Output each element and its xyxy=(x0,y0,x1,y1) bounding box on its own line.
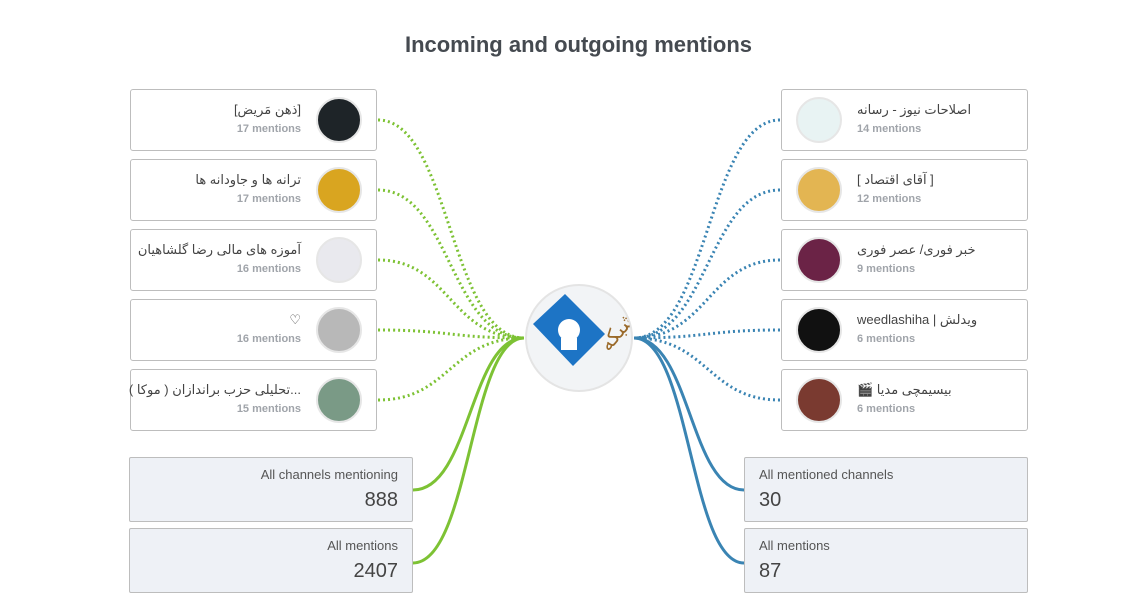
channel-name[interactable]: ♡ xyxy=(289,312,301,327)
stat-all-mentioned-channels: All mentioned channels 30 xyxy=(744,457,1028,522)
channel-avatar xyxy=(316,377,362,423)
stat-value: 87 xyxy=(759,560,782,582)
outgoing-connector xyxy=(633,328,781,340)
channel-name[interactable]: ترانه ها و جاودانه ها xyxy=(195,172,301,187)
incoming-channel-card[interactable]: ترانه ها و جاودانه ها 17 mentions xyxy=(130,159,377,221)
mention-count: 17 mentions xyxy=(236,193,301,205)
stat-label: All channels mentioning xyxy=(260,467,398,482)
mention-count: 6 mentions xyxy=(857,403,916,415)
channel-name[interactable]: اصلاحات نیوز - رسانه xyxy=(857,102,972,117)
incoming-connector xyxy=(377,336,525,402)
stat-all-outgoing-mentions: All mentions 87 xyxy=(744,528,1028,593)
channel-name[interactable]: آموزه های مالی رضا گلشاهیان xyxy=(137,242,301,257)
channel-avatar xyxy=(796,97,842,143)
outgoing-channel-card[interactable]: اصلاحات نیوز - رسانه 14 mentions xyxy=(781,89,1028,151)
mention-count: 12 mentions xyxy=(857,193,922,205)
channel-name[interactable]: [ آقای اقتصاد ] xyxy=(857,172,934,187)
outgoing-channel-card[interactable]: بیسیمچی مدیا 🎬 6 mentions xyxy=(781,369,1028,431)
outgoing-connector xyxy=(633,188,781,340)
stat-all-incoming-mentions: All mentions 2407 xyxy=(129,528,413,593)
channel-avatar xyxy=(796,307,842,353)
mention-count: 16 mentions xyxy=(236,263,301,275)
incoming-channel-card[interactable]: [ذهن مَریض] 17 mentions xyxy=(130,89,377,151)
incoming-channel-card[interactable]: ...تحلیلی حزب براندازان ( موکا ) 15 ment… xyxy=(128,369,377,431)
stat-all-channels-mentioning: All channels mentioning 888 xyxy=(129,457,413,522)
channel-avatar xyxy=(316,307,362,353)
channel-name[interactable]: ویدلش | weedlashiha xyxy=(857,312,978,327)
channel-name[interactable]: ...تحلیلی حزب براندازان ( موکا ) xyxy=(128,382,301,397)
outgoing-connector xyxy=(633,118,781,340)
channel-name[interactable]: بیسیمچی مدیا 🎬 xyxy=(857,382,952,397)
incoming-connector xyxy=(377,118,525,340)
channel-avatar xyxy=(316,167,362,213)
incoming-connector xyxy=(377,188,525,340)
channel-avatar xyxy=(796,237,842,283)
stat-value: 2407 xyxy=(353,560,399,582)
channel-avatar xyxy=(316,97,362,143)
channel-avatar xyxy=(796,167,842,213)
outgoing-channel-card[interactable]: [ آقای اقتصاد ] 12 mentions xyxy=(781,159,1028,221)
outgoing-connector xyxy=(633,336,781,402)
incoming-stat-connector xyxy=(412,336,525,492)
incoming-channel-card[interactable]: آموزه های مالی رضا گلشاهیان 16 mentions xyxy=(130,229,377,291)
incoming-connector xyxy=(377,258,525,340)
outgoing-stat-connector xyxy=(633,336,745,565)
stat-value: 30 xyxy=(759,489,782,511)
outgoing-channel-card[interactable]: خبر فوری/ عصر فوری 9 mentions xyxy=(781,229,1028,291)
channel-logo-icon: شبکه xyxy=(533,294,631,366)
outgoing-channel-card[interactable]: ویدلش | weedlashiha 6 mentions xyxy=(781,299,1028,361)
mention-count: 9 mentions xyxy=(857,263,916,275)
mention-count: 17 mentions xyxy=(236,123,301,135)
outgoing-stat-connector xyxy=(633,336,745,492)
channel-name[interactable]: [ذهن مَریض] xyxy=(233,102,301,117)
channel-name[interactable]: خبر فوری/ عصر فوری xyxy=(857,242,976,257)
mention-count: 16 mentions xyxy=(236,333,301,345)
channel-avatar xyxy=(796,377,842,423)
stat-label: All mentions xyxy=(327,538,398,553)
stat-value: 888 xyxy=(364,489,398,511)
channel-avatar xyxy=(316,237,362,283)
mention-count: 6 mentions xyxy=(857,333,916,345)
incoming-stat-connector xyxy=(412,336,525,565)
stat-label: All mentioned channels xyxy=(759,467,894,482)
page-title: Incoming and outgoing mentions xyxy=(404,32,753,57)
mention-count: 14 mentions xyxy=(857,123,922,135)
stat-label: All mentions xyxy=(759,538,830,553)
outgoing-connector xyxy=(633,258,781,340)
incoming-channel-card[interactable]: ♡ 16 mentions xyxy=(130,299,377,361)
mention-count: 15 mentions xyxy=(236,403,301,415)
incoming-connector xyxy=(377,328,525,340)
center-channel-avatar[interactable]: شبکه xyxy=(525,284,633,392)
